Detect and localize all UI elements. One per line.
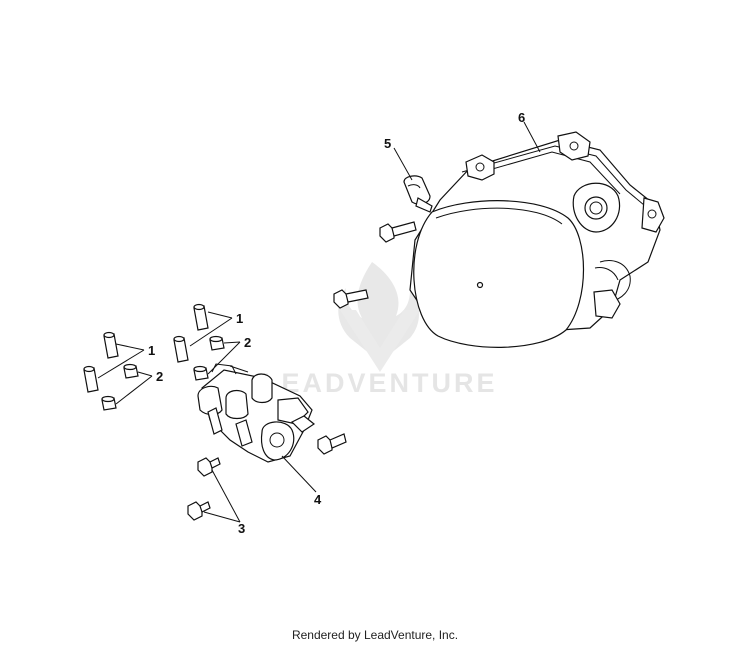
part-1-bushing-mid-right — [173, 335, 189, 363]
part-6-housing — [409, 131, 665, 348]
part-4-throttle-body — [197, 363, 316, 463]
part-2-collar-upper-left — [123, 363, 139, 379]
watermark-v-icon — [340, 310, 420, 372]
part-2-collar-upper-right — [209, 335, 225, 351]
callout-5: 5 — [384, 136, 391, 151]
part-1-bushing-upper-left — [103, 331, 119, 359]
leader-lines — [97, 121, 541, 523]
callout-2-upper: 2 — [244, 335, 251, 350]
callout-6: 6 — [518, 110, 525, 125]
footer-credit: Rendered by LeadVenture, Inc. — [291, 628, 459, 642]
part-2-collar-lower-left — [101, 395, 117, 411]
callout-1-upper: 1 — [236, 311, 243, 326]
part-1-bushing-upper-right — [193, 303, 209, 331]
leadventure-watermark: LEADVENTURE — [262, 262, 498, 398]
bolt-throttle-right — [317, 433, 347, 455]
bolt-housing-lower — [333, 289, 369, 309]
bolt-housing-upper — [379, 221, 417, 243]
part-3-bolt-upper — [197, 457, 221, 477]
part-1-bushing-lower-left — [83, 365, 99, 393]
part-3-bolt-lower — [187, 501, 211, 521]
callout-1-lower: 1 — [148, 343, 155, 358]
part-5-clamp — [403, 175, 433, 213]
callout-2-lower: 2 — [156, 369, 163, 384]
watermark-text: LEADVENTURE — [262, 368, 498, 398]
part-2-collar-mid-right — [193, 365, 209, 381]
callout-3: 3 — [238, 521, 245, 536]
callout-4: 4 — [314, 492, 322, 507]
